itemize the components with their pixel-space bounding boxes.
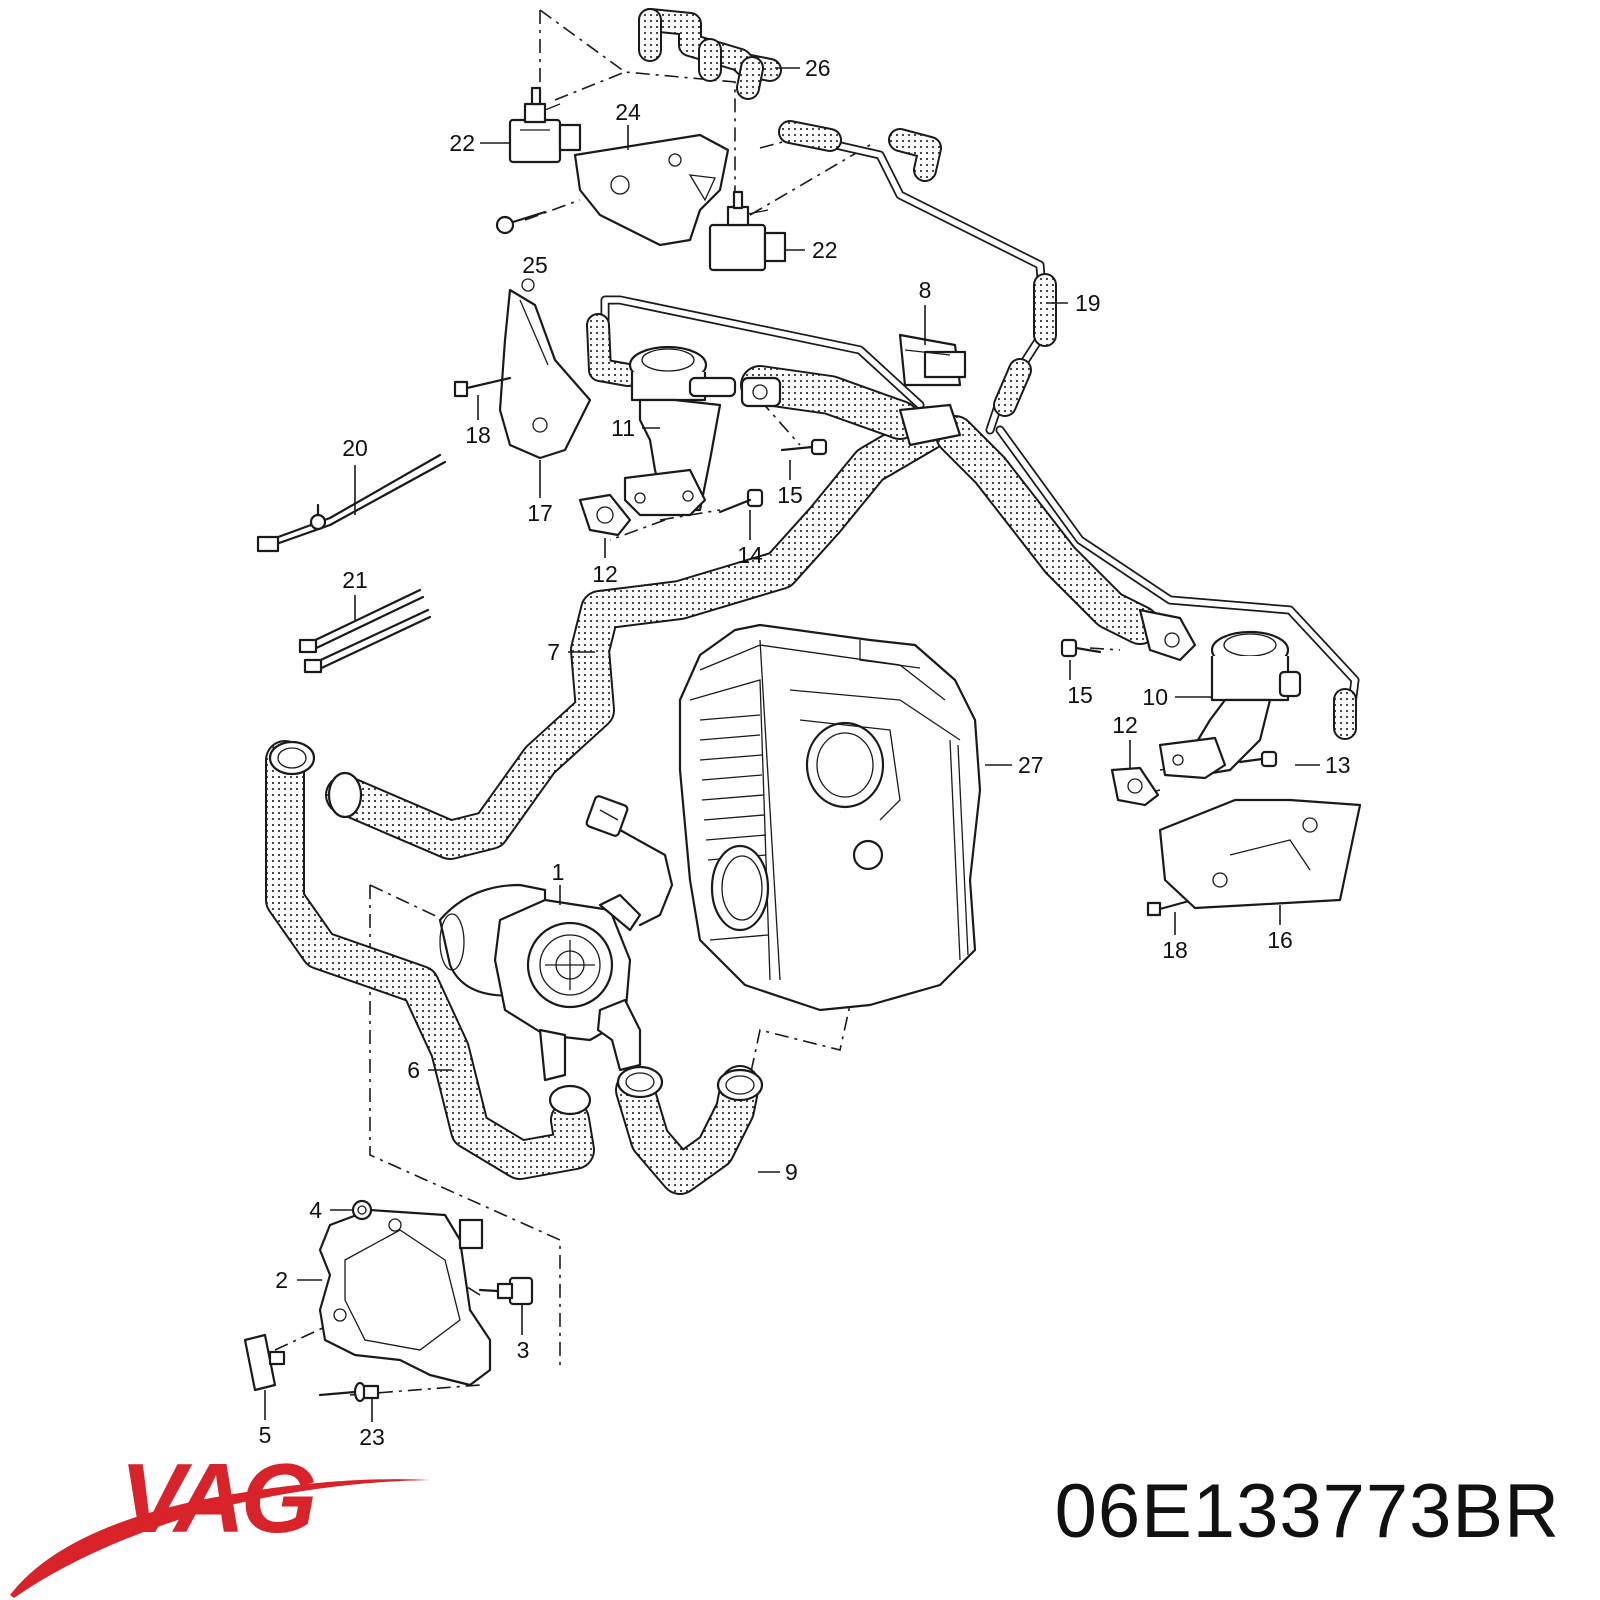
cable-tie-21 xyxy=(298,588,432,674)
bolt-15-lower xyxy=(1060,638,1102,658)
heat-shield-17 xyxy=(498,288,592,460)
valve-10 xyxy=(1158,630,1302,780)
callout-12-lower: 12 xyxy=(1112,712,1138,738)
housing-ribs xyxy=(699,639,969,981)
nut-4 xyxy=(351,1199,373,1221)
air-filter-housing-27 xyxy=(678,623,982,1012)
logo-swoosh xyxy=(10,1479,430,1598)
callout-12-upper: 12 xyxy=(592,561,618,587)
callout-9: 9 xyxy=(785,1159,798,1185)
callout-4: 4 xyxy=(309,1197,322,1223)
components xyxy=(243,86,1362,1403)
gasket-12-lower xyxy=(1110,766,1160,807)
callout-3: 3 xyxy=(517,1337,530,1363)
callout-24: 24 xyxy=(615,99,641,125)
pump-bracket-2 xyxy=(318,1208,492,1387)
callout-14: 14 xyxy=(737,542,763,568)
callout-25: 25 xyxy=(522,252,548,278)
callout-1: 1 xyxy=(552,859,565,885)
rivet-23 xyxy=(318,1381,380,1403)
gasket-12-upper xyxy=(578,493,632,537)
secondary-air-pump-1 xyxy=(438,883,642,1082)
bolt-18-right xyxy=(1146,896,1202,917)
hoses xyxy=(265,8,1360,1195)
sensor-8 xyxy=(898,333,967,387)
bolt-13 xyxy=(1238,750,1278,768)
bolt-18-left xyxy=(453,376,512,398)
callout-26: 26 xyxy=(805,55,831,81)
callout-7: 7 xyxy=(547,639,560,665)
leader-lines xyxy=(264,67,1320,1422)
bolt-15-upper xyxy=(780,438,828,456)
callout-13: 13 xyxy=(1325,752,1351,778)
callout-16: 16 xyxy=(1267,927,1293,953)
bolt-25 xyxy=(495,210,547,235)
sensor-3 xyxy=(478,1276,534,1306)
vag-logo: VAG xyxy=(10,1443,430,1598)
callout-18-upper: 18 xyxy=(465,422,491,448)
callout-6: 6 xyxy=(407,1057,420,1083)
solenoid-valve-upper xyxy=(508,86,582,164)
heat-shield-16 xyxy=(1158,798,1362,910)
callout-23: 23 xyxy=(359,1424,385,1450)
callout-15-lower: 15 xyxy=(1067,682,1093,708)
logo-text: VAG xyxy=(120,1443,315,1553)
callout-17: 17 xyxy=(527,500,553,526)
callout-19: 19 xyxy=(1075,290,1101,316)
callout-15-upper: 15 xyxy=(777,482,803,508)
cable-tie-20 xyxy=(256,453,447,553)
callout-2: 2 xyxy=(275,1267,288,1293)
callout-22-lower: 22 xyxy=(812,237,838,263)
clip-5 xyxy=(243,1333,286,1392)
callout-labels: 1 2 3 4 5 6 7 8 9 10 11 12 12 13 14 15 1… xyxy=(259,55,1351,1450)
part-number: 06E133773BR xyxy=(1054,1469,1560,1554)
callout-21: 21 xyxy=(342,567,368,593)
callout-8: 8 xyxy=(919,277,932,303)
callout-11: 11 xyxy=(611,415,635,441)
callout-22-upper: 22 xyxy=(449,130,475,156)
bracket xyxy=(573,133,730,247)
valve-11 xyxy=(623,345,737,517)
callout-18-lower: 18 xyxy=(1162,937,1188,963)
callout-27: 27 xyxy=(1018,752,1044,778)
solenoid-valve-lower xyxy=(708,190,787,272)
callout-10: 10 xyxy=(1142,684,1168,710)
callout-20: 20 xyxy=(342,435,368,461)
bolt-14 xyxy=(718,488,764,514)
callout-5: 5 xyxy=(259,1422,272,1448)
